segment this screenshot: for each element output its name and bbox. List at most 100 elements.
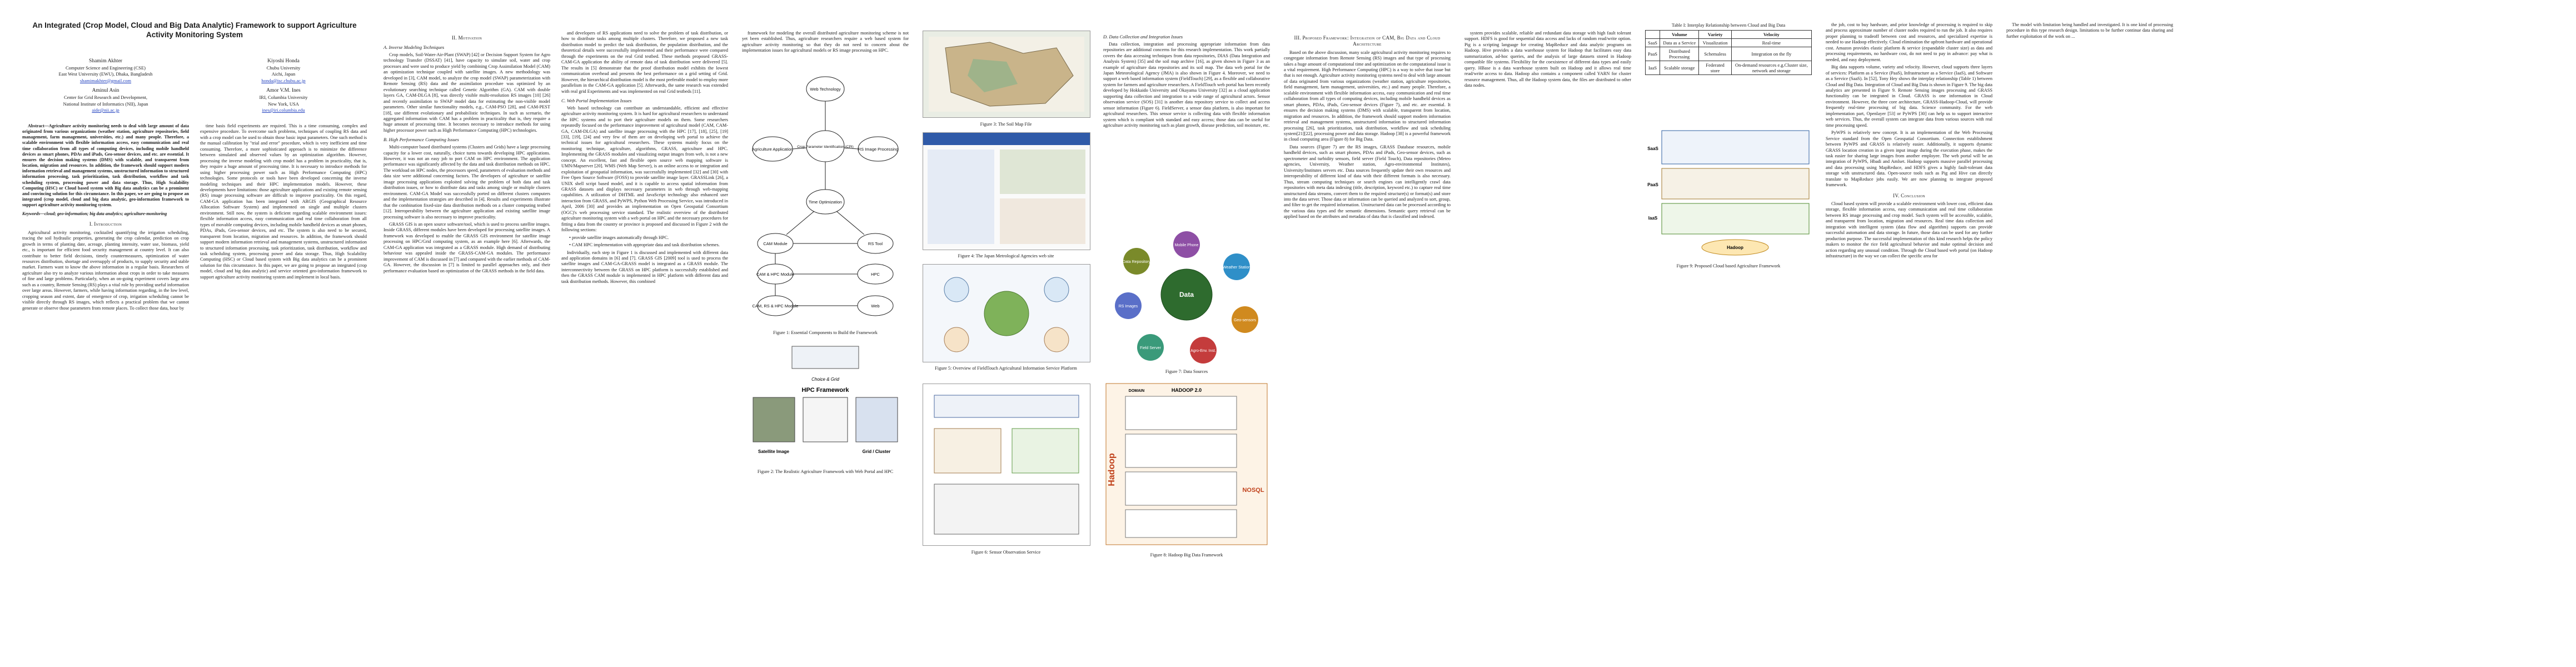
paragraph: Web based technology can contribute an u… — [561, 105, 728, 233]
figure-8-caption: Figure 8: Hadoop Big Data Framework — [1150, 552, 1223, 558]
node-label: CAM Module — [763, 241, 787, 246]
node-label: Agriculture Application — [752, 147, 793, 152]
subsection-heading: B. High Performance Computing Issues — [383, 137, 459, 143]
section-heading: III. Proposed Framework: Integration of … — [1294, 35, 1441, 47]
table-header-cell: Velocity — [1731, 30, 1812, 39]
table-cell: Distributed Processing — [1659, 47, 1700, 61]
table-header-cell — [1645, 30, 1660, 39]
edge — [786, 211, 815, 235]
web-portal-box — [791, 346, 859, 369]
table-header-cell: Variety — [1698, 30, 1732, 39]
subsection-heading: D. Data Collection and Integration Issue… — [1103, 34, 1183, 39]
section-heading: I. Introduction — [89, 221, 122, 227]
column-4: and developers of RS applications need t… — [561, 31, 728, 286]
figure-1-caption: Figure 1: Essential Components to Build … — [773, 330, 878, 335]
hadoop-vertical-label: Hadoop — [1107, 453, 1117, 486]
hpc-framework-label: HPC Framework — [802, 387, 850, 394]
section-heading: IV. Conclusion — [1893, 192, 1925, 198]
source-node — [1232, 306, 1258, 333]
column-3: II. Motivation A. Inverse Modeling Techn… — [383, 31, 550, 276]
column-12: The model with limitation being handled … — [2006, 22, 2173, 41]
paas-layer — [1661, 168, 1810, 200]
saas-layer — [1661, 130, 1810, 165]
layer-label-iaas: IaaS — [1648, 216, 1658, 221]
source-node — [1137, 334, 1164, 361]
hadoop2-label: HADOOP 2.0 — [1172, 387, 1202, 393]
table-cell: Visualization — [1698, 38, 1732, 47]
data-hub — [1160, 268, 1213, 321]
table-1: Table I: Interplay Relationship between … — [1645, 22, 1812, 75]
figure-1-diagram: Web Technology Agriculture Application C… — [752, 76, 899, 316]
figure-5-caption: Figure 5: Overview of FieldTouch Agricul… — [935, 366, 1077, 371]
author-affiliation: East West University (EWU), Dhaka, Bangl… — [58, 71, 153, 77]
figure-7-data-sources: Data Mobile Phone Weather Station Geo-se… — [1115, 231, 1258, 364]
author-affiliation: Chubu University — [266, 64, 301, 71]
author-email-link[interactable]: ines@iri.columbia.edu — [262, 107, 305, 113]
figure-8-hadoop: Hadoop HADOOP 2.0 NOSQL DOMAIN — [1105, 383, 1268, 545]
section-heading: II. Motivation — [451, 35, 482, 41]
paragraph: The model with limitation being handled … — [2006, 22, 2173, 39]
author-email-link[interactable]: aide@nii.ac.jp — [92, 107, 119, 113]
bullet-item: • CAM HPC implementation with appropriat… — [569, 242, 720, 248]
table-cell: SaaS — [1645, 38, 1660, 47]
paragraph: Agricultural activity monitoring, cockta… — [22, 230, 189, 311]
figure-9-cloud-framework: SaaS PaaS IaaS Hadoop — [1647, 130, 1810, 256]
abstract: Abstract—Agriculture activity monitoring… — [22, 123, 189, 208]
table-row: PaaS Distributed Processing Schemaless I… — [1645, 47, 1812, 61]
figure-2-caption: Figure 2: The Realistic Agriculture Fram… — [757, 469, 894, 474]
figure-7-caption: Figure 7: Data Sources — [1165, 369, 1208, 374]
grid-cluster-label: Grid / Cluster — [863, 449, 891, 454]
data-hub-label: Data — [1179, 291, 1194, 298]
choice-grid-label: Choice & Grid — [811, 377, 839, 382]
hadoop-base — [1701, 239, 1769, 256]
author-affiliation: IRI, Columbia University — [259, 94, 308, 101]
figure-5-fieldtouch — [923, 264, 1090, 362]
author-name: Aminul Asin — [92, 88, 119, 94]
author-affiliation: New York, USA — [268, 101, 299, 107]
layer-label-saas: SaaS — [1647, 146, 1658, 151]
edge — [844, 147, 859, 150]
figure-2-diagram: Choice & Grid HPC Framework Satellite Im… — [753, 346, 898, 454]
paragraph: time basis field experiments are require… — [200, 123, 367, 280]
figure-6-caption: Figure 6: Sensor Observation Service — [971, 550, 1041, 555]
author-name: Kiyoshi Honda — [267, 58, 300, 64]
paragraph: framework for modeling the overall distr… — [742, 31, 909, 53]
source-node — [1223, 253, 1250, 280]
source-label: Geo-sensors — [1234, 318, 1257, 322]
table-cell: Schemaless — [1698, 47, 1732, 61]
node-label: HPC — [871, 272, 880, 277]
bullet-item: • provide satellite images automatically… — [569, 235, 669, 240]
table-cell: Data as a Service — [1659, 38, 1700, 47]
paragraph: Crop models, Soil-Water-Air-Plant (SWAP)… — [383, 52, 550, 133]
paragraph: Data sources (Figure 7) are the RS image… — [1284, 144, 1451, 220]
source-node — [1115, 292, 1142, 319]
jma-website-screenshot — [923, 133, 1090, 244]
soil-map-image — [929, 37, 1084, 112]
node-label: RS Image Processing — [858, 147, 899, 152]
author-affiliation: Aichi, Japan — [271, 71, 296, 77]
processing-box — [803, 397, 848, 442]
author-email-link[interactable]: shamimakhter@gmail.com — [79, 77, 132, 83]
author-email-link[interactable]: honda@isc.chubu.ac.jp — [261, 77, 306, 83]
source-node — [1123, 248, 1150, 275]
table-cell: Scalable storage — [1659, 61, 1700, 75]
paragraph: and developers of RS applications need t… — [561, 31, 728, 94]
figure-6-sos — [923, 384, 1090, 546]
node-label: CAM & HPC Module — [756, 272, 794, 277]
paragraph: system provides scalable, reliable and r… — [1464, 31, 1631, 88]
author-block-2: Kiyoshi Honda Chubu University Aichi, Ja… — [200, 58, 367, 113]
table-cell: IaaS — [1645, 61, 1660, 75]
figure-9-caption: Figure 9: Proposed Cloud based Agricultu… — [1676, 263, 1781, 268]
column-11: the job, cost to buy hardware, and prior… — [1826, 22, 1992, 261]
column-7: D. Data Collection and Integration Issue… — [1103, 31, 1270, 131]
paper-title: An Integrated (Crop Model, Cloud and Big… — [32, 21, 357, 39]
figure-3-caption: Figure 3: The Soil Map File — [980, 122, 1032, 127]
source-label: Data Repository — [1123, 260, 1151, 264]
interplay-table: Volume Variety Velocity SaaS Data as a S… — [1645, 30, 1812, 75]
paragraph: the job, cost to buy hardware, and prior… — [1826, 22, 1992, 62]
table-cell: PaaS — [1645, 47, 1660, 61]
column-9: system provides scalable, reliable and r… — [1464, 31, 1631, 91]
paragraph: Data collection, integration and process… — [1103, 41, 1270, 128]
figure-3-soil-map — [923, 31, 1090, 118]
